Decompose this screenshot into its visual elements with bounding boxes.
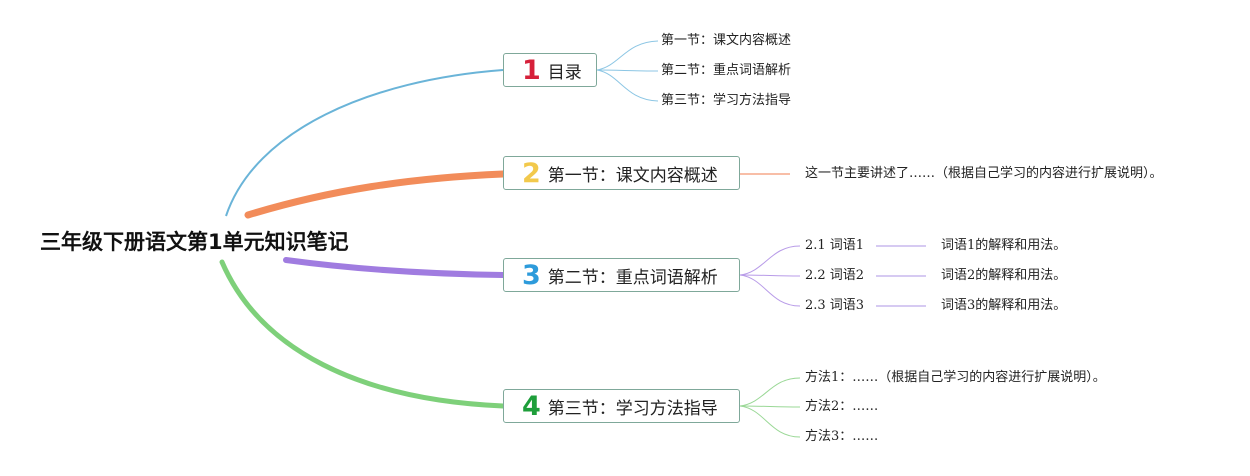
leaf-topic-1-2[interactable]: 第二节：重点词语解析: [661, 63, 792, 78]
leaf-topic-4-2[interactable]: 方法2：……: [805, 399, 879, 414]
root-topic[interactable]: 三年级下册语文第1单元知识笔记: [40, 230, 349, 254]
connector-branch-1: [225, 69, 504, 217]
leaf-topic-1-1[interactable]: 第一节：课文内容概述: [661, 33, 792, 48]
leaf-topic-3-3[interactable]: 2.3 词语3: [805, 298, 865, 313]
branch-number-badge: 3: [522, 259, 541, 291]
leaf-topic-3-2[interactable]: 2.2 词语2: [805, 268, 865, 283]
connector-1-2: [596, 69, 659, 72]
leaf-topic-4-3[interactable]: 方法3：……: [805, 429, 879, 444]
connector-branch-3: [283, 257, 506, 278]
connector-4-3: [739, 405, 801, 438]
leaf-topic-2-1[interactable]: 这一节主要讲述了……（根据自己学习的内容进行扩展说明）。: [805, 166, 1163, 181]
branch-label: 第二节：重点词语解析: [547, 267, 718, 288]
connector-4-2: [739, 405, 801, 408]
connector-1-1: [596, 40, 659, 71]
connector-4-1: [739, 377, 801, 407]
connector-3-1: [739, 245, 801, 276]
branch-label: 第一节：课文内容概述: [547, 165, 718, 186]
leaf-topic-3-1[interactable]: 2.1 词语1: [805, 238, 865, 253]
branch-topic-3[interactable]: 3 第二节：重点词语解析: [503, 258, 740, 292]
connector-branch-4: [219, 259, 506, 409]
connector-3-2: [739, 274, 801, 277]
leaf-topic-4-1[interactable]: 方法1：……（根据自己学习的内容进行扩展说明）。: [805, 370, 1106, 385]
branch-number-badge: 4: [522, 390, 541, 422]
detail-topic-3-1[interactable]: 词语1的解释和用法。: [941, 238, 1067, 253]
detail-topic-3-3[interactable]: 词语3的解释和用法。: [941, 298, 1067, 313]
connector-branch-2: [244, 170, 507, 219]
leaf-topic-1-3[interactable]: 第三节：学习方法指导: [661, 93, 792, 108]
branch-number-badge: 1: [522, 54, 541, 86]
branch-topic-2[interactable]: 2 第一节：课文内容概述: [503, 156, 740, 190]
branch-topic-1[interactable]: 1 目录: [503, 53, 597, 87]
branch-number-badge: 2: [522, 157, 541, 189]
branch-topic-4[interactable]: 4 第三节：学习方法指导: [503, 389, 740, 423]
connector-3-3: [739, 274, 801, 307]
detail-topic-3-2[interactable]: 词语2的解释和用法。: [941, 268, 1067, 283]
connector-1-3: [596, 69, 659, 102]
branch-label: 第三节：学习方法指导: [547, 398, 718, 419]
branch-label: 目录: [547, 62, 582, 83]
